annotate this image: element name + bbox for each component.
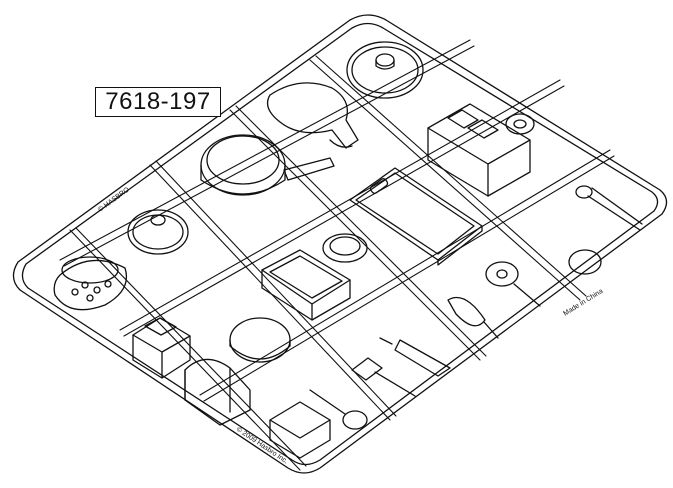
plate	[568, 249, 602, 275]
whisk	[447, 296, 499, 339]
bread-box	[184, 358, 251, 426]
knife-block	[427, 103, 535, 197]
part-number-label: 7618-197	[95, 87, 221, 117]
part-number-text: 7618-197	[105, 88, 211, 115]
pot-lid-small	[127, 209, 189, 255]
sprue-frame	[12, 14, 668, 474]
colander	[53, 256, 128, 311]
toaster	[132, 317, 191, 379]
round-tray	[229, 317, 291, 363]
pot-lid-large	[346, 41, 424, 99]
grater	[269, 401, 331, 459]
spatula	[351, 357, 416, 397]
pizza-cutter	[485, 261, 541, 307]
sprue-text-copyright-top: © HASBRO	[96, 185, 131, 213]
knife	[379, 337, 451, 377]
ring	[322, 233, 368, 263]
ladle	[309, 389, 368, 430]
frying-pan	[200, 134, 335, 196]
cutting-board	[349, 167, 483, 266]
sprue-text-made-in: Made in China	[562, 288, 604, 318]
pizza-peel	[266, 82, 359, 149]
baking-dish	[261, 249, 351, 321]
tongs	[575, 185, 643, 231]
